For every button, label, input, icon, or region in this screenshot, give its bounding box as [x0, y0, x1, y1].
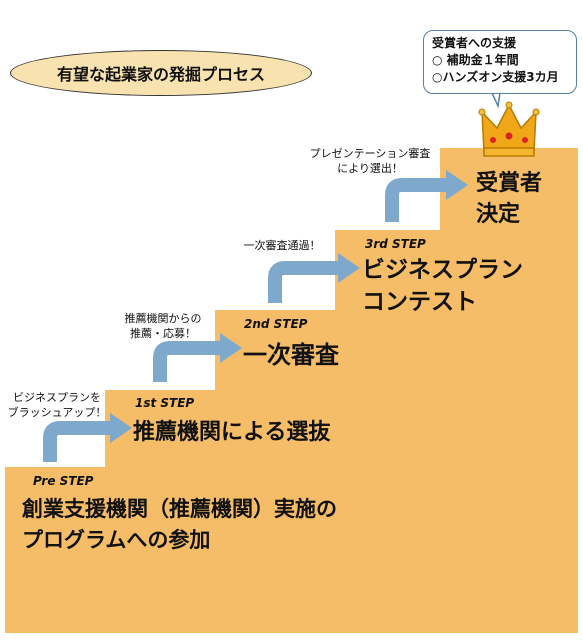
stair-2nd-step	[215, 310, 578, 392]
stair-pre-step	[5, 467, 578, 633]
note-presentation: プレゼンテーション審査により選出！	[309, 147, 431, 175]
callout-item: ○ハンズオン支援3カ月	[432, 70, 559, 84]
arrowhead-3	[338, 253, 360, 283]
third-step-text: ビジネスプランコンテスト	[362, 257, 523, 315]
pre-step-text: 創業支援機関（推薦機関）実施のプログラムへの参加	[22, 497, 337, 552]
diagram-title: 有望な起業家の発掘プロセス	[10, 50, 312, 96]
note-first-review-pass: 一次審査通過！	[243, 239, 321, 252]
third-step-label: 3rd STEP	[365, 237, 426, 251]
arrow-2nd-to-3rd	[268, 261, 340, 303]
first-step-text: 推薦機関による選抜	[133, 420, 331, 445]
winner-support-callout: 受賞者への支援 ○ 補助金１年間 ○ハンズオン支援3カ月	[423, 30, 577, 94]
winner-text: 受賞者決定	[476, 171, 543, 227]
arrow-1st-to-2nd	[153, 341, 222, 382]
arrowhead-1	[110, 413, 132, 443]
callout-heading: 受賞者への支援	[432, 36, 517, 50]
callout-item: ○ 補助金１年間	[432, 53, 519, 67]
stair-1st-step	[105, 390, 578, 470]
arrowhead-4	[446, 170, 468, 200]
note-recommend: 推薦機関からの推薦・応募！	[124, 312, 202, 340]
arrowhead-2	[220, 333, 242, 363]
note-brush-up: ビジネスプランをブラッシュアップ！	[7, 391, 107, 419]
stair-3rd-step	[335, 230, 578, 312]
stair-winner	[440, 148, 578, 232]
second-step-text: 一次審査	[243, 341, 339, 369]
first-step-label: 1st STEP	[135, 396, 195, 410]
crown-icon	[478, 101, 540, 157]
pre-step-label: Pre STEP	[33, 474, 94, 488]
arrow-pre-to-1st	[43, 421, 112, 462]
callout-tail	[490, 92, 501, 109]
arrow-3rd-to-winner	[385, 178, 448, 222]
second-step-label: 2nd STEP	[244, 317, 308, 331]
